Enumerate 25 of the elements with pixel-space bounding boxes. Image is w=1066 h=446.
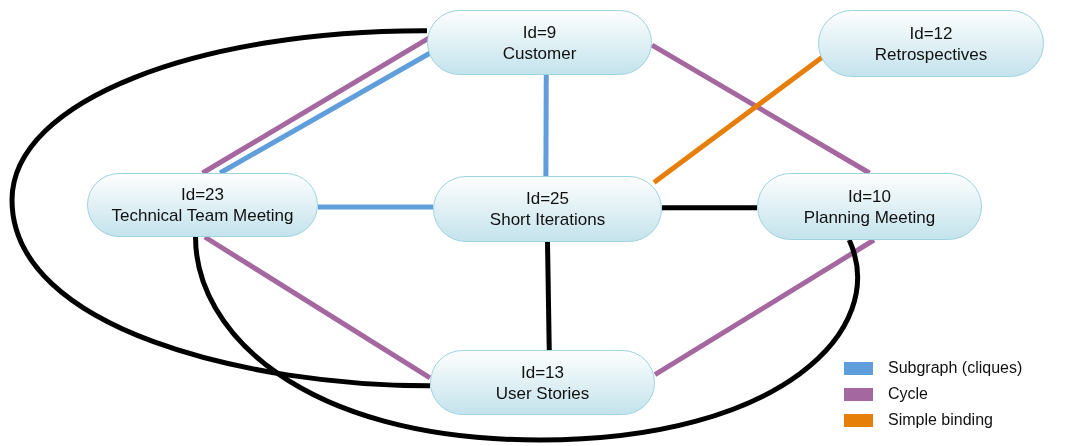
node-label: Planning Meeting (803, 206, 936, 228)
node-id: Id=10 (848, 185, 891, 207)
node-label: Short Iterations (489, 209, 606, 230)
connector-line (543, 75, 549, 176)
node-id: Id=13 (521, 361, 564, 383)
connector-line (318, 204, 433, 210)
legend-label: Simple binding (888, 411, 993, 429)
rounded-node (427, 10, 652, 75)
connector-line (662, 205, 757, 211)
connector-line (545, 241, 552, 351)
legend-label: Subgraph (cliques) (888, 359, 1023, 377)
rounded-node (818, 10, 1044, 77)
connector-line (652, 54, 824, 185)
node-label: Customer (502, 42, 577, 64)
node-id: Id=9 (522, 21, 557, 43)
node-id: Id=12 (909, 22, 953, 44)
curved-connector (9, 28, 431, 389)
node-label: Technical Team Meeting (111, 205, 294, 226)
curved-connector (193, 236, 860, 443)
legend-label: Cycle (888, 385, 928, 403)
rounded-node (433, 176, 662, 242)
node-label: User Stories (495, 382, 590, 404)
node-id: Id=23 (181, 184, 224, 205)
node-id: Id=25 (526, 188, 569, 209)
node-label: Retrospectives (874, 43, 988, 65)
